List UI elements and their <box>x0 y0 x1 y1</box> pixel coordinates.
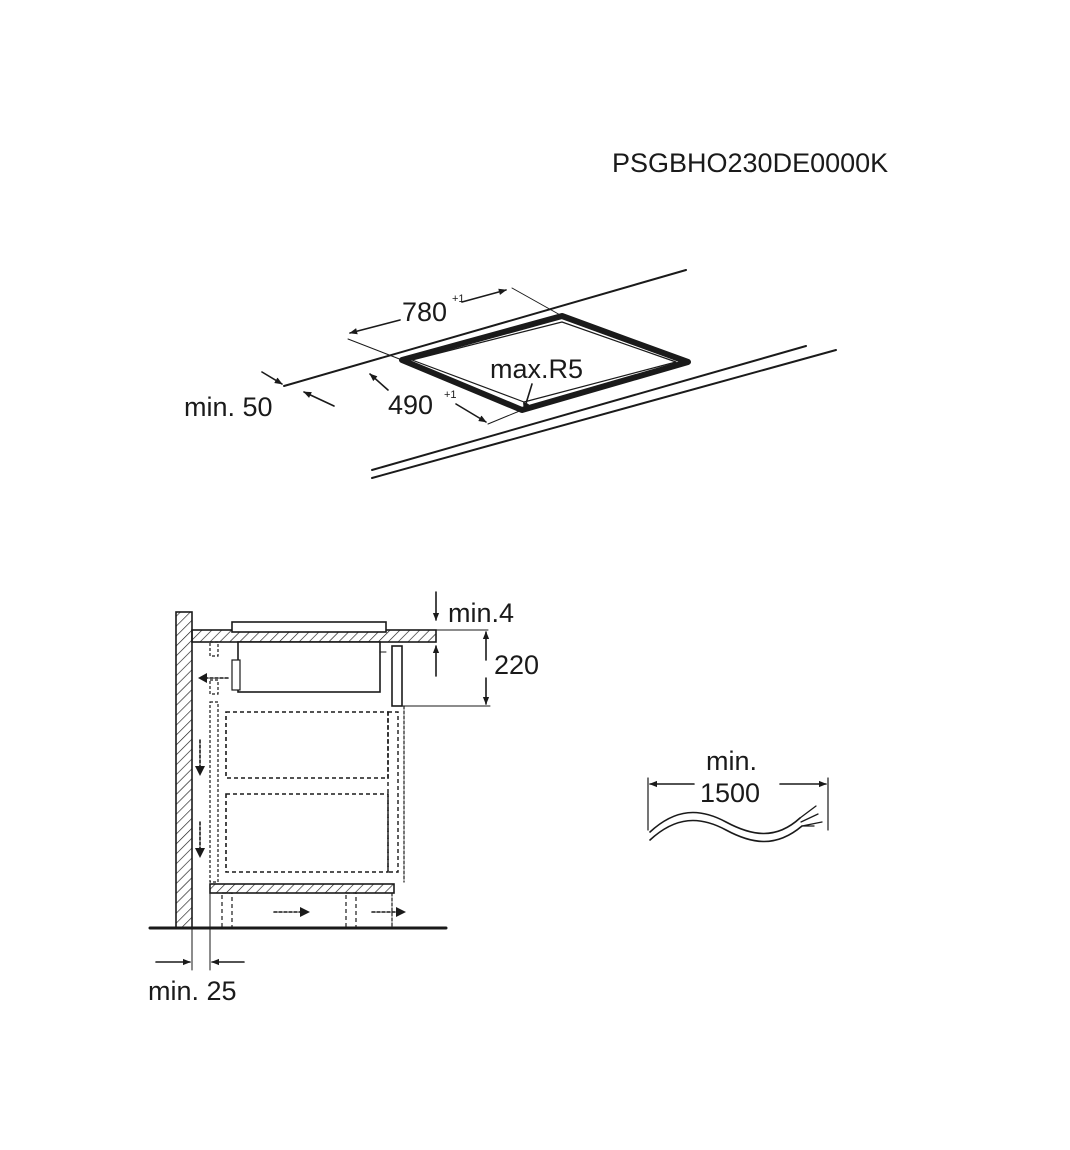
wall-distance-label: min. 25 <box>148 976 237 1006</box>
edge-distance-label: min. 50 <box>184 392 273 422</box>
cutout-outline <box>399 313 691 413</box>
dimension-490-tolerance: +1 <box>444 389 457 401</box>
model-code: PSGBHO230DE0000K <box>612 148 888 178</box>
countertop-top-view: 780 +1 490 +1 max.R5 min. 50 <box>184 269 837 479</box>
cabinet-section-view: min.4 220 min. 25 <box>148 591 539 1006</box>
front-panel <box>391 645 403 707</box>
drawer-lower <box>225 793 389 873</box>
cable-label-line1: min. <box>706 746 757 776</box>
dimension-780-tolerance: +1 <box>452 293 465 305</box>
wall <box>175 611 193 929</box>
drawer-upper <box>225 711 389 779</box>
cable-length-label: 1500 <box>700 778 760 808</box>
bottom-shelf <box>209 883 395 894</box>
gap-top-label: min.4 <box>448 598 514 628</box>
dimension-780: 780 <box>402 297 447 327</box>
power-cable: min. 1500 <box>647 746 829 843</box>
height-label: 220 <box>494 650 539 680</box>
hob-body <box>237 641 381 693</box>
dimension-490: 490 <box>388 390 433 420</box>
hob-top <box>231 621 387 633</box>
corner-radius-label: max.R5 <box>490 354 583 384</box>
